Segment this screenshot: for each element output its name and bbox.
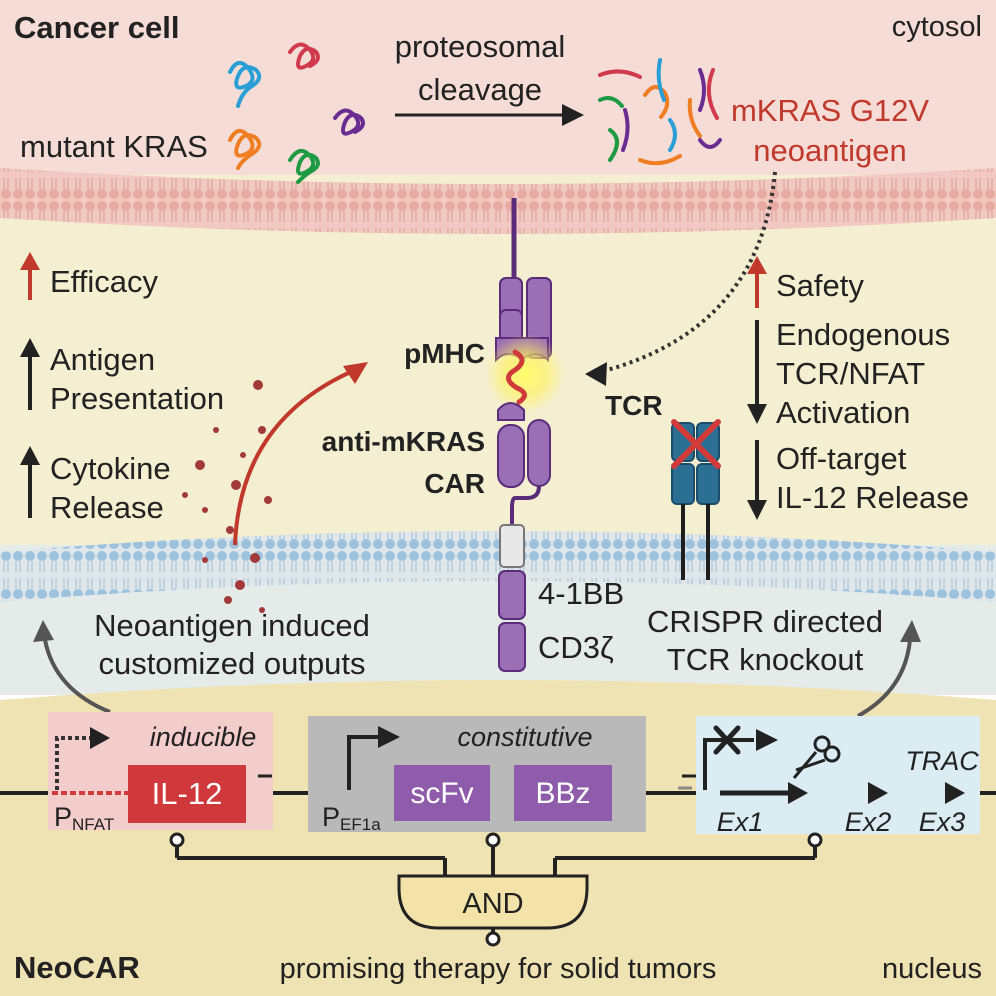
antigen-presentation-label-line2: Presentation xyxy=(50,381,224,416)
scissors-icon xyxy=(792,735,841,779)
presentation-arrowhead xyxy=(585,362,607,386)
scfv-gene-label: scFv xyxy=(410,777,473,810)
neoantigen-label-line2: neoantigen xyxy=(753,133,906,168)
cytokine-release-label-line2: Release xyxy=(50,490,164,525)
outputs-right-line2: TCR knockout xyxy=(667,642,864,677)
cancer-cell-membrane xyxy=(0,168,996,234)
neoantigen-peptide-icon xyxy=(506,349,527,405)
title: Cancer cell xyxy=(14,10,179,45)
t-cell-membrane xyxy=(0,531,996,602)
cytokine-boost-arrow xyxy=(233,368,356,546)
tcr-stalk-icon xyxy=(681,504,710,580)
antigen-presentation-label-line1: Antigen xyxy=(50,342,155,377)
ef1a-promoter-arrow xyxy=(347,735,380,790)
cytokine-release-label-line1: Cytokine xyxy=(50,451,171,486)
cytokine-release-arrow-icon xyxy=(20,446,40,518)
outputs-left-arrowhead xyxy=(33,620,54,642)
safety-arrow-icon xyxy=(747,256,767,308)
outputs-right-arrowhead xyxy=(900,620,921,642)
outputs-right-arrow xyxy=(857,639,912,718)
safety-label: Safety xyxy=(776,268,864,303)
il12-gene-block xyxy=(128,765,246,823)
presentation-dotted-arrow xyxy=(599,171,777,374)
cytosol-label: cytosol xyxy=(892,11,982,43)
outputs-left-arrow xyxy=(43,639,111,714)
bbz-gene-block xyxy=(514,765,612,821)
exon-1-label: Ex1 xyxy=(717,807,764,837)
nfat-promoter-arrowhead xyxy=(90,727,110,749)
trac-promoter-arrow xyxy=(703,738,754,790)
tcr-activation-label-line1: Endogenous xyxy=(776,317,950,352)
nfat-promoter-label: PNFAT xyxy=(54,802,114,834)
exon-arrows-icon xyxy=(720,782,965,804)
cleavage-arrowhead xyxy=(562,104,584,126)
cleavage-label-line1: proteosomal xyxy=(395,29,566,64)
exon-3-label: Ex3 xyxy=(919,807,966,837)
mutant-kras-label: mutant KRAS xyxy=(20,129,208,164)
tcr-label: TCR xyxy=(605,390,663,421)
inducible-label: inducible xyxy=(150,722,257,752)
exon-2-label: Ex2 xyxy=(845,807,892,837)
neoantigen-glow xyxy=(485,334,565,414)
and-gate-icon xyxy=(397,874,589,930)
costim-domain-icon xyxy=(498,570,526,620)
cd3z-domain-icon xyxy=(498,622,526,672)
pmhc-label: pMHC xyxy=(404,338,485,369)
outputs-left-line2: customized outputs xyxy=(98,646,365,681)
trac-promoter-arrowhead xyxy=(756,729,778,751)
off-target-label-line1: Off-target xyxy=(776,441,907,476)
car-linker xyxy=(510,485,541,528)
antigen-presentation-arrow-icon xyxy=(20,338,40,410)
cleavage-label-line2: cleavage xyxy=(418,72,542,107)
car-transmembrane-icon xyxy=(499,524,525,568)
knockout-cross-icon xyxy=(671,419,721,469)
outputs-right-line1: CRISPR directed xyxy=(647,604,883,639)
off-target-release-arrow-icon xyxy=(747,440,767,520)
bbz-gene-label: BBz xyxy=(535,777,590,810)
cytokine-boost-arrowhead xyxy=(343,362,368,384)
off-target-label-line2: IL-12 Release xyxy=(776,480,969,515)
scfv-gene-block xyxy=(394,765,490,821)
trac-locus-box xyxy=(696,716,980,834)
mutant-kras-proteins-icon xyxy=(228,42,365,184)
cd3z-domain-label: CD3ζ xyxy=(538,630,614,665)
ef1a-promoter-arrowhead xyxy=(378,726,400,748)
tcr-activation-label-line2: TCR/NFAT xyxy=(776,356,925,391)
cytosol-region xyxy=(0,0,996,175)
constitutive-label: constitutive xyxy=(457,722,592,752)
and-gate-label: AND xyxy=(462,888,523,920)
conclusion-label: promising therapy for solid tumors xyxy=(280,953,717,985)
promoter-knockout-cross-icon xyxy=(713,725,741,755)
car-label-line2: CAR xyxy=(424,468,485,499)
cytokine-dots-icon xyxy=(182,380,272,613)
outputs-left-line1: Neoantigen induced xyxy=(94,608,370,643)
efficacy-arrow-icon xyxy=(20,252,40,300)
peptide-fragments-icon xyxy=(598,58,722,166)
il12-gene-label: IL-12 xyxy=(152,776,223,811)
nucleus-label: nucleus xyxy=(882,953,982,985)
costim-domain-label: 4-1BB xyxy=(538,576,624,611)
nfat-promoter-arrow xyxy=(55,736,92,790)
tcr-activation-arrow-icon xyxy=(747,320,767,424)
car-label-line1: anti-mKRAS xyxy=(322,426,485,457)
neocar-label: NeoCAR xyxy=(14,950,140,985)
wire-terminal-nodes xyxy=(169,832,823,947)
efficacy-label: Efficacy xyxy=(50,264,158,299)
trac-label: TRAC xyxy=(905,746,979,776)
tcr-activation-label-line3: Activation xyxy=(776,395,910,430)
neoantigen-label-line1: mKRAS G12V xyxy=(731,93,929,128)
ef1a-promoter-label: PEF1a xyxy=(322,802,381,834)
